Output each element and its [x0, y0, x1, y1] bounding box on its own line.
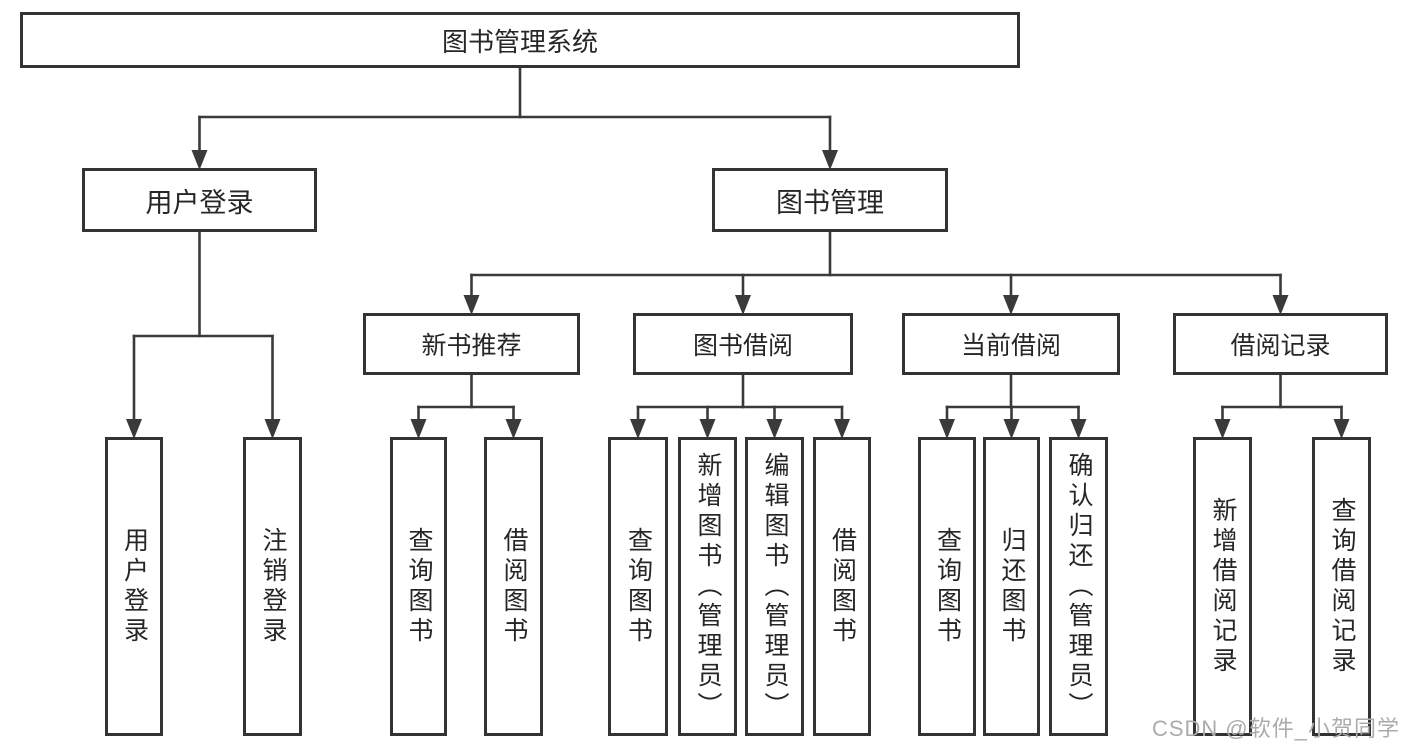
arrowhead-cb-confirm-return — [1070, 419, 1087, 439]
arrowhead-cb-query-books — [939, 419, 955, 439]
node-label: 借阅图书 — [500, 526, 528, 647]
arrowhead-leaf-user-login — [126, 419, 142, 439]
node-label: 用户登录 — [145, 187, 254, 218]
node-label: 新增图书（管理员） — [694, 451, 722, 722]
node-bb-add-books: 新增图书（管理员） — [678, 437, 737, 736]
arrowhead-new-book-recommend — [463, 295, 480, 315]
node-cb-confirm-return: 确认归还（管理员） — [1049, 437, 1108, 736]
arrowhead-bb-borrow-books — [834, 419, 850, 439]
node-label: 查询图书 — [933, 526, 962, 647]
arrowhead-current-borrowing — [1003, 295, 1019, 315]
arrowhead-br-add-record — [1214, 419, 1231, 439]
node-library-system: 图书管理系统 — [20, 12, 1020, 68]
node-borrowing-records: 借阅记录 — [1173, 313, 1388, 375]
node-nb-query-books: 查询图书 — [390, 437, 447, 736]
node-cb-query-books: 查询图书 — [918, 437, 976, 736]
node-leaf-logout: 注销登录 — [243, 437, 302, 736]
arrowhead-borrowing-records — [1272, 295, 1289, 315]
node-label: 借阅图书 — [828, 526, 857, 647]
node-label: 图书借阅 — [692, 332, 793, 360]
arrowhead-user-login — [191, 150, 208, 170]
node-cb-return-books: 归还图书 — [983, 437, 1040, 736]
node-label: 当前借阅 — [960, 332, 1061, 360]
node-book-management: 图书管理 — [712, 168, 948, 232]
arrowhead-bb-query-books — [630, 419, 646, 439]
node-leaf-user-login: 用户登录 — [105, 437, 163, 736]
node-br-query-record: 查询借阅记录 — [1312, 437, 1371, 736]
node-current-borrowing: 当前借阅 — [902, 313, 1120, 375]
node-label: 新书推荐 — [421, 332, 522, 360]
arrowhead-br-query-record — [1333, 419, 1350, 439]
node-label: 查询图书 — [405, 526, 433, 647]
arrowhead-cb-return-books — [1003, 419, 1020, 439]
node-bb-edit-books: 编辑图书（管理员） — [745, 437, 804, 736]
node-label: 用户登录 — [120, 526, 149, 647]
node-label: 新增借阅记录 — [1209, 496, 1237, 677]
node-book-borrowing: 图书借阅 — [633, 313, 853, 375]
node-label: 借阅记录 — [1230, 332, 1331, 360]
node-label: 注销登录 — [259, 526, 287, 647]
node-label: 归还图书 — [998, 526, 1026, 647]
node-br-add-record: 新增借阅记录 — [1193, 437, 1252, 736]
node-label: 图书管理系统 — [441, 26, 598, 57]
node-label: 查询图书 — [624, 526, 653, 647]
node-label: 查询借阅记录 — [1328, 496, 1356, 677]
arrowhead-leaf-logout — [264, 419, 281, 439]
node-user-login: 用户登录 — [82, 168, 317, 232]
arrowhead-book-management — [822, 150, 838, 170]
arrowhead-nb-query-books — [410, 419, 427, 439]
arrowhead-book-borrowing — [735, 295, 751, 315]
arrowhead-bb-add-books — [699, 419, 716, 439]
arrowhead-nb-borrow-books — [505, 419, 522, 439]
node-bb-query-books: 查询图书 — [608, 437, 668, 736]
watermark: CSDN @软件_小贺同学 — [1151, 716, 1400, 741]
node-label: 图书管理 — [776, 187, 884, 218]
node-new-book-recommend: 新书推荐 — [363, 313, 580, 375]
arrowhead-bb-edit-books — [766, 419, 783, 439]
node-bb-borrow-books: 借阅图书 — [813, 437, 871, 736]
node-nb-borrow-books: 借阅图书 — [484, 437, 543, 736]
node-label: 编辑图书（管理员） — [761, 451, 789, 722]
node-label: 确认归还（管理员） — [1065, 451, 1093, 722]
